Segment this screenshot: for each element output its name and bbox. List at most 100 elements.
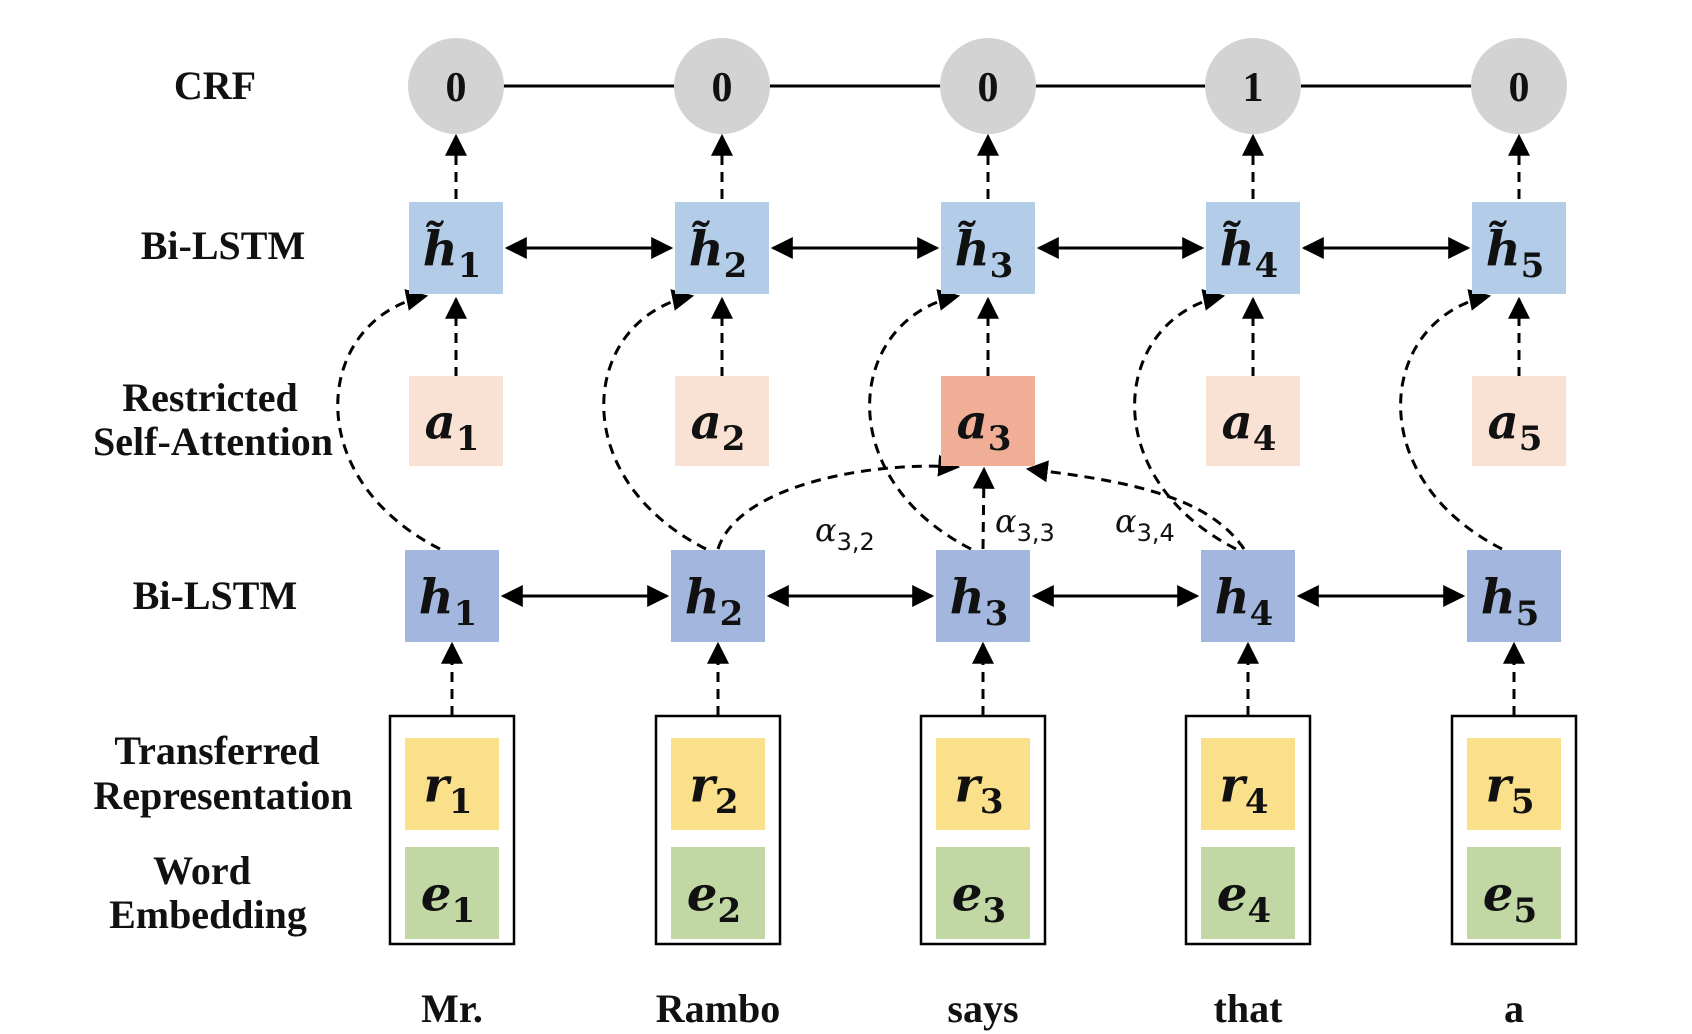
r-label-2-symbol: r (690, 757, 719, 813)
attention-weight-arrow-3-4 (1025, 460, 1246, 550)
h-label-1: h1 (419, 569, 478, 634)
a-label-2-symbol: a (691, 394, 722, 450)
a-label-4-subscript: 4 (1253, 419, 1277, 459)
attention-weight-symbol: α (815, 511, 837, 549)
a-label-5-subscript: 5 (1519, 419, 1543, 459)
h-tilde-label-4-symbol: h̃ (1220, 220, 1255, 278)
embedding-layer-label-line2: Embedding (109, 892, 307, 937)
h-tilde-label-5-symbol: h̃ (1486, 220, 1521, 278)
r-label-1: r1 (424, 757, 473, 822)
h-tilde-label-5-subscript: 5 (1521, 246, 1545, 286)
a-label-5: a5 (1488, 394, 1543, 459)
e-label-2-subscript: 2 (717, 891, 741, 931)
a-label-4: a4 (1222, 394, 1277, 459)
h-label-3: h3 (950, 569, 1009, 634)
attention-cell-1 (409, 376, 503, 466)
bilstm-top-cell-5 (1472, 202, 1566, 294)
crf-node-4 (1205, 38, 1301, 134)
crf-node-5 (1471, 38, 1567, 134)
e-label-4-symbol: e (1217, 866, 1248, 922)
word-label-2: Rambo (656, 986, 780, 1031)
attention-weight-arrow-3-3 (972, 466, 995, 550)
attention-weight-label-1: α3,2 (815, 511, 875, 556)
word-label-3: says (947, 986, 1018, 1031)
embedding-layer-label-line1: Word (153, 848, 251, 893)
h-label-2: h2 (685, 569, 744, 634)
skip-connection-arrow-5 (1399, 289, 1503, 551)
crf-node-1 (408, 38, 504, 134)
r-label-2: r2 (690, 757, 739, 822)
r-label-5-symbol: r (1486, 757, 1515, 813)
a-label-5-symbol: a (1488, 394, 1519, 450)
h-label-4: h4 (1215, 569, 1274, 634)
attention-weight-subscript: 3,3 (1017, 519, 1055, 547)
r-label-3: r3 (955, 757, 1004, 822)
embedding-cell-3 (936, 847, 1030, 939)
crf-node-3 (940, 38, 1036, 134)
attention-weight-label-3: α3,4 (1115, 502, 1175, 547)
e-label-4: e4 (1217, 866, 1271, 931)
attention-cell-4 (1206, 376, 1300, 466)
attention-weight-symbol: α (1115, 502, 1137, 540)
h-label-4-subscript: 4 (1250, 594, 1274, 634)
h-tilde-label-3-symbol: h̃ (955, 220, 990, 278)
h-tilde-label-1: h̃1 (423, 220, 482, 287)
e-label-1-subscript: 1 (451, 891, 475, 931)
h-tilde-label-1-symbol: h̃ (423, 220, 458, 278)
e-label-5-symbol: e (1483, 866, 1514, 922)
r-label-2-subscript: 2 (715, 782, 739, 822)
token-frame-3 (919, 714, 1047, 946)
embedding-cell-5 (1467, 847, 1561, 939)
h-tilde-label-4-subscript: 4 (1255, 246, 1279, 286)
attention-weight-subscript: 3,4 (1137, 519, 1175, 547)
crf-label-4: 1 (1243, 65, 1264, 111)
h-label-2-symbol: h (685, 569, 720, 625)
bilstm-bottom-cell-3 (936, 550, 1030, 642)
a-label-3-symbol: a (957, 394, 988, 450)
r-label-5-subscript: 5 (1511, 782, 1535, 822)
a-label-3: a3 (957, 394, 1012, 459)
h-tilde-label-2: h̃2 (689, 220, 748, 287)
attention-weight-label-2: α3,3 (995, 502, 1055, 547)
h-tilde-label-1-subscript: 1 (458, 246, 482, 286)
r-label-5: r5 (1486, 757, 1535, 822)
r-label-1-subscript: 1 (449, 782, 473, 822)
token-frame-1 (388, 714, 516, 946)
a-label-4-symbol: a (1222, 394, 1253, 450)
e-label-1-symbol: e (421, 866, 452, 922)
e-label-1: e1 (421, 866, 475, 931)
crf-label-3: 0 (978, 65, 999, 111)
transferred-layer-label-line2: Representation (93, 773, 352, 818)
h-label-5-symbol: h (1481, 569, 1516, 625)
e-label-5: e5 (1483, 866, 1537, 931)
representation-cell-4 (1201, 738, 1295, 830)
representation-cell-3 (936, 738, 1030, 830)
attention-weight-arrow-3-2 (716, 454, 961, 550)
representation-cell-1 (405, 738, 499, 830)
bilstm-bottom-cell-1 (405, 550, 499, 642)
h-label-5: h5 (1481, 569, 1540, 634)
token-frame-2 (654, 714, 782, 946)
attention-cell-3 (941, 376, 1035, 466)
skip-connection-arrow-1 (336, 289, 441, 551)
h-tilde-label-3: h̃3 (955, 220, 1014, 287)
e-label-2: e2 (687, 866, 741, 931)
token-frame-5 (1450, 714, 1578, 946)
h-label-1-subscript: 1 (454, 594, 478, 634)
representation-cell-5 (1467, 738, 1561, 830)
h-tilde-label-2-symbol: h̃ (689, 220, 724, 278)
r-label-4-subscript: 4 (1245, 782, 1269, 822)
e-label-3-symbol: e (952, 866, 983, 922)
bilstm-top-cell-4 (1206, 202, 1300, 294)
crf-label-1: 0 (446, 65, 467, 111)
representation-cell-2 (671, 738, 765, 830)
word-label-1: Mr. (421, 986, 483, 1031)
bilstm-top-layer-label: Bi-LSTM (141, 223, 305, 268)
h-label-5-subscript: 5 (1516, 594, 1540, 634)
token-frame-4 (1184, 714, 1312, 946)
bilstm-top-cell-1 (409, 202, 503, 294)
h-tilde-label-4: h̃4 (1220, 220, 1279, 287)
h-label-2-subscript: 2 (720, 594, 744, 634)
e-label-5-subscript: 5 (1513, 891, 1537, 931)
embedding-cell-1 (405, 847, 499, 939)
